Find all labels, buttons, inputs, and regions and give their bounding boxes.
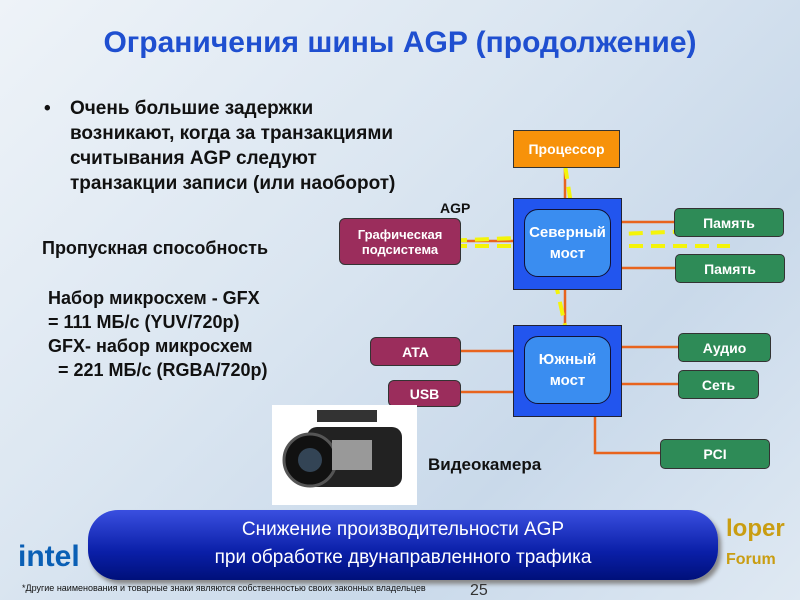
usb-box: USB	[388, 380, 461, 407]
audio-box: Аудио	[678, 333, 771, 362]
northbridge-label: Северный мост	[524, 209, 611, 277]
video-camera-icon	[272, 405, 417, 505]
bullet-point: • Очень большие задержки возникают, когда…	[44, 96, 464, 196]
summary-banner: Снижение производительности AGP при обра…	[88, 510, 718, 580]
intel-logo: intel	[18, 540, 80, 573]
bullet-text: Очень большие задержки возникают, когда …	[70, 98, 396, 194]
bullet-dot: •	[44, 98, 51, 119]
agp-label: AGP	[440, 200, 471, 216]
pci-box: PCI	[660, 439, 770, 469]
southbridge: Южный мост	[513, 325, 622, 417]
banner-line: Снижение производительности AGP	[241, 519, 565, 540]
rate-line: Набор микросхем - GFX	[48, 288, 260, 308]
rate-line: = 221 МБ/с (RGBA/720p)	[48, 360, 268, 380]
slide-title: Ограничения шины AGP (продолжение)	[103, 26, 697, 59]
camera-label: Видеокамера	[428, 455, 542, 474]
bandwidth-label: Пропускная способность	[42, 238, 269, 258]
memory-box-2: Память	[675, 254, 785, 283]
graphics-box: Графическая подсистема	[339, 218, 461, 265]
southbridge-label: Южный мост	[524, 336, 611, 404]
memory-box-1: Память	[674, 208, 784, 237]
network-box: Сеть	[678, 370, 759, 399]
rate-line: GFX- набор микросхем	[48, 336, 253, 356]
cpu-box: Процессор	[513, 130, 620, 168]
banner-line: при обработке двунаправленного трафика	[214, 547, 592, 568]
rates-block: Набор микросхем - GFX = 111 МБ/с (YUV/72…	[48, 286, 268, 382]
page-number: 25	[470, 582, 488, 599]
rate-line: = 111 МБ/с (YUV/720p)	[48, 312, 240, 332]
northbridge: Северный мост	[513, 198, 622, 290]
footer-disclaimer: *Другие наименования и товарные знаки яв…	[22, 583, 426, 593]
ata-box: ATA	[370, 337, 461, 366]
